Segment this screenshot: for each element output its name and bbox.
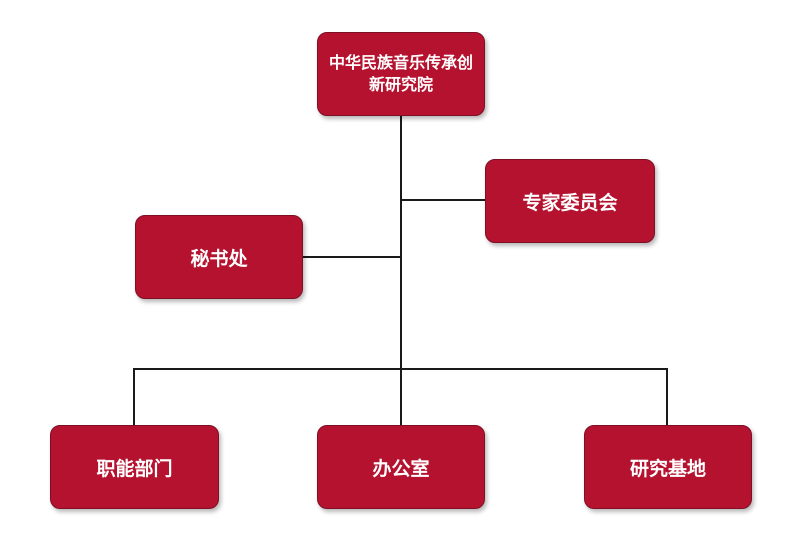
office-node: 办公室 [317, 425, 485, 509]
research-base-node: 研究基地 [584, 425, 752, 509]
office-label: 办公室 [372, 457, 430, 480]
functional-department-node: 职能部门 [50, 425, 219, 509]
functional-department-label: 职能部门 [96, 457, 173, 480]
root-node: 中华民族音乐传承创新研究院 [317, 32, 485, 116]
advisory-committee-label: 专家委员会 [522, 191, 618, 214]
advisory-committee-node: 专家委员会 [485, 159, 655, 243]
secretariat-label: 秘书处 [190, 247, 248, 270]
secretariat-node: 秘书处 [135, 215, 303, 299]
root-node-label: 中华民族音乐传承创新研究院 [328, 53, 473, 94]
research-base-label: 研究基地 [629, 457, 706, 480]
